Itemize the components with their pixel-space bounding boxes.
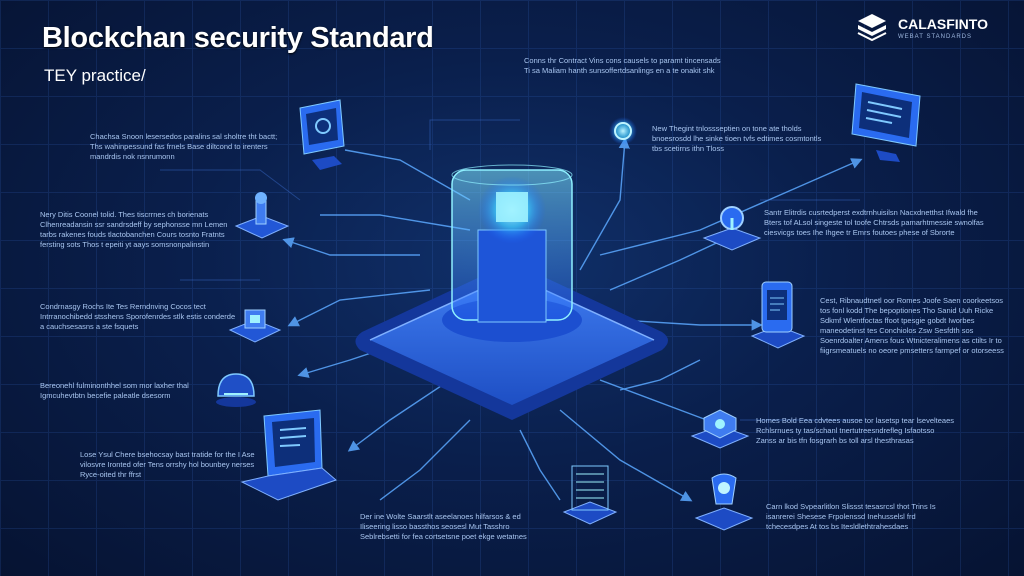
chip-icon — [228, 309, 282, 343]
laptop-icon — [240, 409, 337, 501]
logo-tagline: WEBAT STANDARDS — [898, 34, 973, 40]
blurb-right-2: Cest, Ribnaudtnetl oor Romes Joofe Saen … — [820, 296, 1004, 355]
server-rack-icon — [562, 465, 618, 525]
blockchain-core-icon — [355, 164, 668, 420]
page-title: Blockchan security Standard — [42, 22, 434, 54]
joystick-icon — [234, 192, 290, 239]
blurb-left-3: Bereonehl fulminonthhel som mor laxher t… — [40, 381, 189, 400]
tablet-icon — [750, 281, 806, 349]
blurb-right-1: Santr Elitrdis cusrtedperst exdtrnhuisil… — [764, 208, 984, 237]
magnifier-icon — [702, 206, 762, 251]
blurb-right-3: Homes Bold Eea cdvtees ausoe tor lasetsp… — [756, 416, 955, 445]
bulb-icon — [694, 473, 754, 531]
brand-logo: CALASFINTO WEBAT STANDARDS — [856, 12, 1006, 46]
blurb-right-4: Carn lkod Svpearlitlon Slissst tesasrcsl… — [766, 502, 936, 531]
page-subtitle: TEY practice/ — [44, 66, 146, 85]
blurb-bottom-center: Der ine Wolte Saarstlt aseelanoes hilfar… — [360, 512, 527, 541]
screen-panel-icon — [851, 83, 921, 162]
glowing-orb-icon — [609, 117, 637, 145]
blurb-left-1: Nery Ditis Coonel tolid. Thes tiscrrnes … — [40, 210, 228, 249]
logo-mark-icon — [857, 14, 887, 42]
blurb-top-right: New Thegint tnlossseptien on tone ate th… — [652, 124, 822, 153]
blurb-left-2: Condrnasgy Rochs Ite Tes Rerndnving Coco… — [40, 302, 236, 331]
logo-name: CALASFINTO — [898, 16, 988, 32]
gear-icon — [690, 409, 750, 449]
blurb-left-4: Lose Ysul Chere bsehocsay bast tratide f… — [80, 450, 255, 479]
blurb-top-center: Conns thr Contract Vins cons causels to … — [524, 56, 721, 75]
blurb-top-left: Chachsa Snoon lesersedos paralins sal sh… — [90, 132, 278, 161]
helmet-icon — [216, 373, 256, 407]
monitor-icon — [299, 99, 345, 170]
